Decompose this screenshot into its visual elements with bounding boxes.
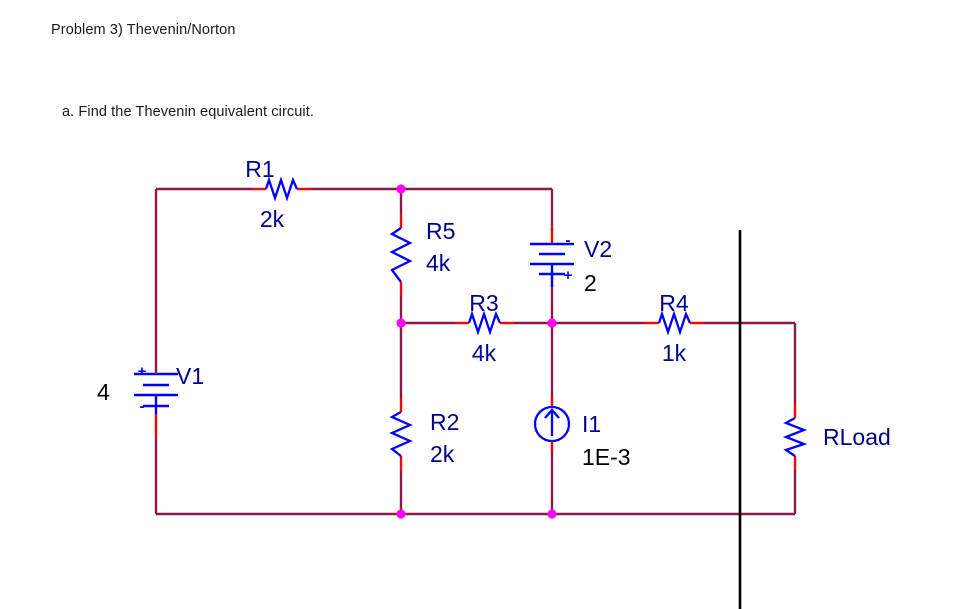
- voltage-source-v1: [134, 371, 178, 414]
- junction-dot-node-a: [396, 184, 406, 194]
- label-r1-value: 2k: [260, 206, 285, 232]
- label-r2-name: R2: [430, 409, 459, 435]
- label-v2-value: 2: [584, 270, 597, 296]
- label-v1-minus: -: [140, 398, 145, 415]
- label-r5-value: 4k: [426, 250, 451, 276]
- label-v2-plus: +: [564, 267, 573, 284]
- label-r3-name: R3: [469, 290, 498, 316]
- junction-dot-node-b: [396, 318, 406, 328]
- junction-dots: [396, 184, 557, 519]
- resistor-symbols: [264, 176, 808, 457]
- label-i1-name: I1: [582, 411, 601, 437]
- resistor-symbol-r2: [389, 410, 413, 457]
- label-r2-value: 2k: [430, 441, 455, 467]
- label-r4-value: 1k: [662, 340, 687, 366]
- label-v2-name: V2: [584, 236, 612, 262]
- wire-network: [154, 187, 797, 516]
- junction-dot-node-e: [547, 509, 557, 519]
- label-r3-value: 4k: [472, 340, 497, 366]
- i1-arrow-head: [544, 408, 560, 419]
- resistor-symbol-r4: [657, 310, 692, 336]
- label-r1-name: R1: [245, 156, 274, 182]
- resistor-symbol-rload: [782, 416, 808, 457]
- part-a-question: a. Find the Thevenin equivalent circuit.: [62, 104, 314, 120]
- label-v1-name: V1: [176, 363, 204, 389]
- junction-dot-node-d: [396, 509, 406, 519]
- junction-dot-node-c: [547, 318, 557, 328]
- resistor-symbol-r1: [264, 176, 299, 202]
- label-r4-name: R4: [659, 290, 689, 316]
- component-leads: [154, 187, 797, 470]
- label-r5-name: R5: [426, 218, 455, 244]
- label-v2-minus: -: [566, 232, 571, 249]
- resistor-symbol-r3: [467, 310, 502, 336]
- label-v1-value: 4: [97, 379, 110, 405]
- label-v1-plus: +: [138, 363, 147, 380]
- page-title: Problem 3) Thevenin/Norton: [51, 22, 236, 38]
- current-source-i1: [533, 405, 571, 443]
- voltage-source-v2: [530, 242, 574, 287]
- label-rload-name: RLoad: [823, 424, 891, 450]
- label-i1-value: 1E-3: [582, 444, 631, 470]
- resistor-symbol-r5: [389, 227, 413, 283]
